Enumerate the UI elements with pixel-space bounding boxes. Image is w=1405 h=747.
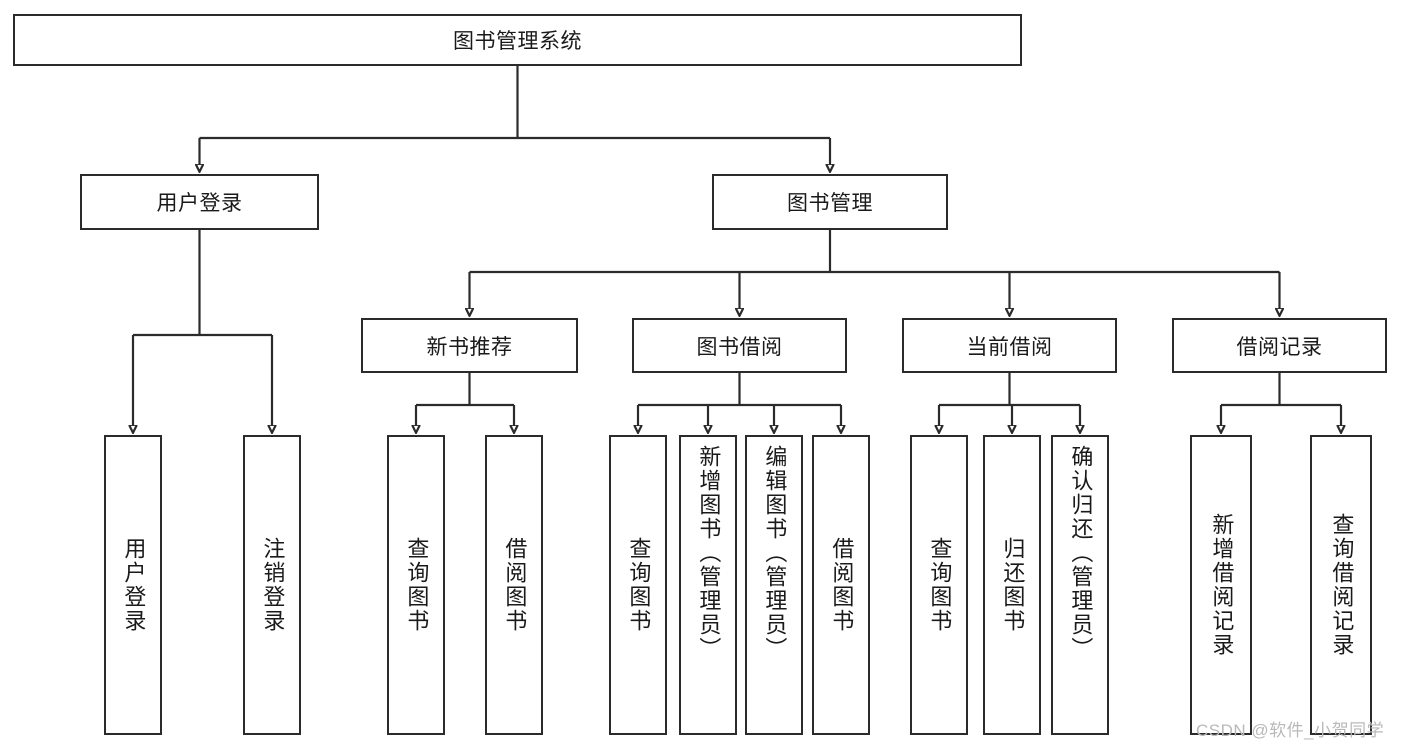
level3-node-3[interactable]: 借阅记录 — [1172, 318, 1387, 373]
level3-node-0[interactable]: 新书推荐 — [361, 318, 578, 373]
node-label: 借阅图书 — [502, 537, 528, 633]
node-label: 查询图书 — [626, 537, 652, 633]
csdn-watermark: CSDN @软件_小贺同学 — [1196, 721, 1385, 740]
node-label: 编辑图书（管理员） — [762, 445, 788, 661]
node-label: 查询借阅记录 — [1329, 513, 1355, 657]
node-label: 查询图书 — [927, 537, 953, 633]
node-label: 图书借阅 — [696, 335, 783, 359]
leaf-node-6[interactable]: 编辑图书（管理员） — [745, 435, 803, 735]
node-label: 查询图书 — [404, 537, 430, 633]
level3-node-1[interactable]: 图书借阅 — [632, 318, 847, 373]
leaf-node-2[interactable]: 查询图书 — [387, 435, 445, 735]
level2-node-0[interactable]: 用户登录 — [80, 174, 319, 230]
node-label: 新增图书（管理员） — [696, 445, 722, 661]
leaf-node-5[interactable]: 新增图书（管理员） — [679, 435, 737, 735]
node-label: 当前借阅 — [966, 335, 1053, 359]
level2-node-1[interactable]: 图书管理 — [712, 174, 948, 230]
node-label: 图书管理 — [787, 192, 873, 215]
node-label: 新书推荐 — [426, 335, 513, 359]
node-label: 确认归还（管理员） — [1068, 445, 1094, 661]
leaf-node-12[interactable]: 查询借阅记录 — [1310, 435, 1372, 735]
node-label: 借阅图书 — [829, 537, 855, 633]
node-label: 归还图书 — [1000, 537, 1026, 633]
leaf-node-1[interactable]: 注销登录 — [243, 435, 301, 735]
node-label: 注销登录 — [260, 537, 286, 633]
node-label: 借阅记录 — [1236, 335, 1323, 359]
node-label: 用户登录 — [156, 192, 243, 215]
leaf-node-0[interactable]: 用户登录 — [104, 435, 162, 735]
leaf-node-10[interactable]: 确认归还（管理员） — [1051, 435, 1109, 735]
root-node-book-management-system[interactable]: 图书管理系统 — [13, 14, 1022, 66]
node-label: 新增借阅记录 — [1209, 513, 1235, 657]
leaf-node-9[interactable]: 归还图书 — [983, 435, 1041, 735]
leaf-node-7[interactable]: 借阅图书 — [812, 435, 870, 735]
node-label: 用户登录 — [121, 537, 147, 633]
node-label: 图书管理系统 — [453, 30, 582, 53]
leaf-node-3[interactable]: 借阅图书 — [485, 435, 543, 735]
leaf-node-11[interactable]: 新增借阅记录 — [1190, 435, 1252, 735]
leaf-node-4[interactable]: 查询图书 — [609, 435, 667, 735]
level3-node-2[interactable]: 当前借阅 — [902, 318, 1117, 373]
leaf-node-8[interactable]: 查询图书 — [910, 435, 968, 735]
